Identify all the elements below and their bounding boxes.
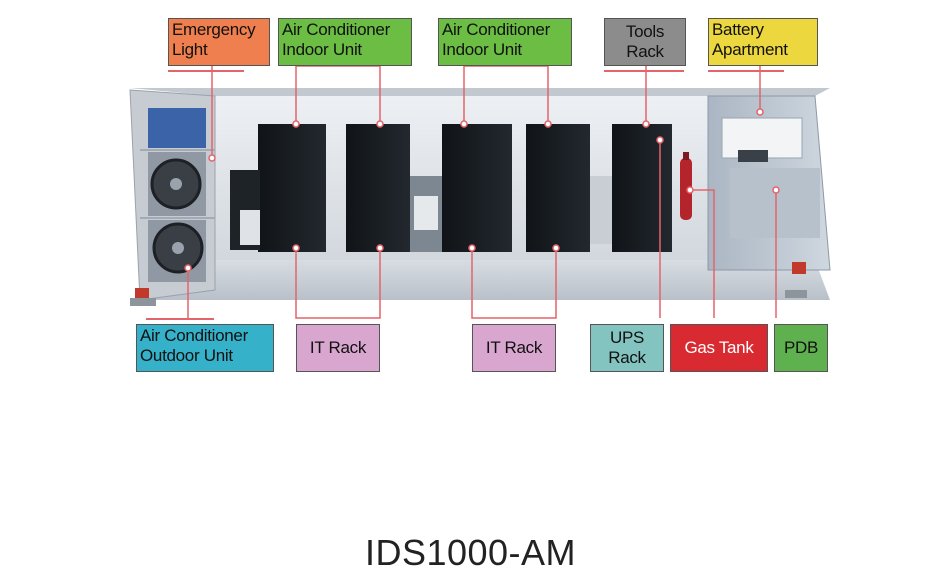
label-tools-rack-line1: Tools (625, 22, 665, 41)
label-battery-apartment-line1: Battery (712, 20, 764, 39)
rack-5 (612, 124, 672, 252)
label-tools-rack-line2: Rack (626, 42, 664, 61)
roof-edge (130, 88, 830, 96)
label-ups-rack-line2: Rack (608, 348, 646, 367)
label-ups-rack: UPS Rack (590, 324, 664, 372)
label-pdb-text: PDB (783, 338, 819, 357)
label-battery-apartment: Battery Apartment (708, 18, 818, 66)
label-emergency-light: Emergency Light (168, 18, 270, 66)
label-it-rack-2-text: IT Rack (485, 338, 543, 357)
label-ac-indoor-2-line2: Indoor Unit (442, 40, 522, 59)
label-it-rack-1: IT Rack (296, 324, 380, 372)
rack-1 (258, 124, 326, 252)
label-emergency-light-line1: Emergency (172, 20, 256, 39)
label-ac-indoor-1-line2: Indoor Unit (282, 40, 362, 59)
rack-3 (442, 124, 512, 252)
label-ac-outdoor-line2: Outdoor Unit (140, 346, 233, 365)
label-ac-indoor-2: Air Conditioner Indoor Unit (438, 18, 572, 66)
label-it-rack-2: IT Rack (472, 324, 556, 372)
page-title: IDS1000-AM (364, 532, 577, 573)
label-it-rack-1-text: IT Rack (309, 338, 367, 357)
label-ac-outdoor: Air Conditioner Outdoor Unit (136, 324, 274, 372)
rack-4 (526, 124, 590, 252)
label-battery-apartment-line2: Apartment (712, 40, 788, 59)
label-gas-tank-text: Gas Tank (684, 338, 754, 357)
label-ac-indoor-1-line1: Air Conditioner (282, 20, 390, 39)
label-ac-indoor-1: Air Conditioner Indoor Unit (278, 18, 412, 66)
label-pdb: PDB (774, 324, 828, 372)
label-ac-indoor-2-line1: Air Conditioner (442, 20, 550, 39)
rack-2 (346, 124, 410, 252)
label-gas-tank: Gas Tank (670, 324, 768, 372)
label-tools-rack: Tools Rack (604, 18, 686, 66)
gas-tank-cylinder (680, 158, 692, 220)
label-emergency-light-line2: Light (172, 40, 208, 59)
label-ac-outdoor-line1: Air Conditioner (140, 326, 248, 345)
label-ups-rack-line1: UPS (609, 328, 645, 347)
